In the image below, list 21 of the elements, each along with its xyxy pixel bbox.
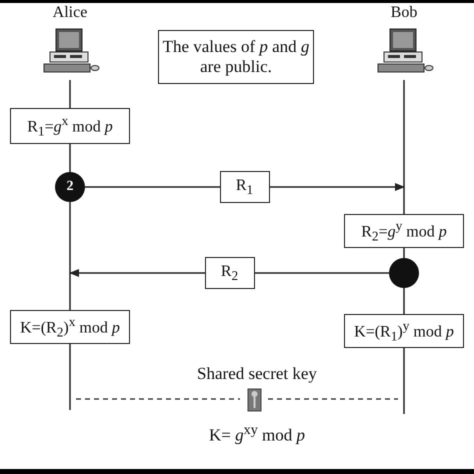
computation-box: K=(R$_{2}$)$^{x}$ mod p xyxy=(10,310,130,344)
note-box: The values of p and g are public. xyxy=(158,30,314,84)
computation-box: K=(R$_{1}$)$^{y}$ mod p xyxy=(344,314,464,348)
lifeline xyxy=(403,80,405,214)
lifeline xyxy=(69,344,71,410)
lifeline xyxy=(69,80,71,108)
computation-box: R$_{2}$=g$^{y}$ mod p xyxy=(344,214,464,248)
lifeline xyxy=(403,288,405,314)
lifeline xyxy=(69,144,71,172)
lifeline xyxy=(403,348,405,414)
message-label: R$_{2}$ xyxy=(204,257,254,289)
step-badge: 2 xyxy=(55,172,85,202)
lifeline xyxy=(69,202,71,310)
computation-box: R$_{1}$=g$^{x}$ mod p xyxy=(10,108,130,144)
lifeline xyxy=(403,248,405,258)
formula-text: K= g$^{xy}$ mod p xyxy=(208,422,306,446)
caption-text: Shared secret key xyxy=(196,364,318,384)
actor-name: Alice xyxy=(52,4,88,22)
actor-name: Bob xyxy=(390,4,418,22)
message-label: R$_{1}$ xyxy=(220,171,270,203)
step-badge xyxy=(389,258,419,288)
